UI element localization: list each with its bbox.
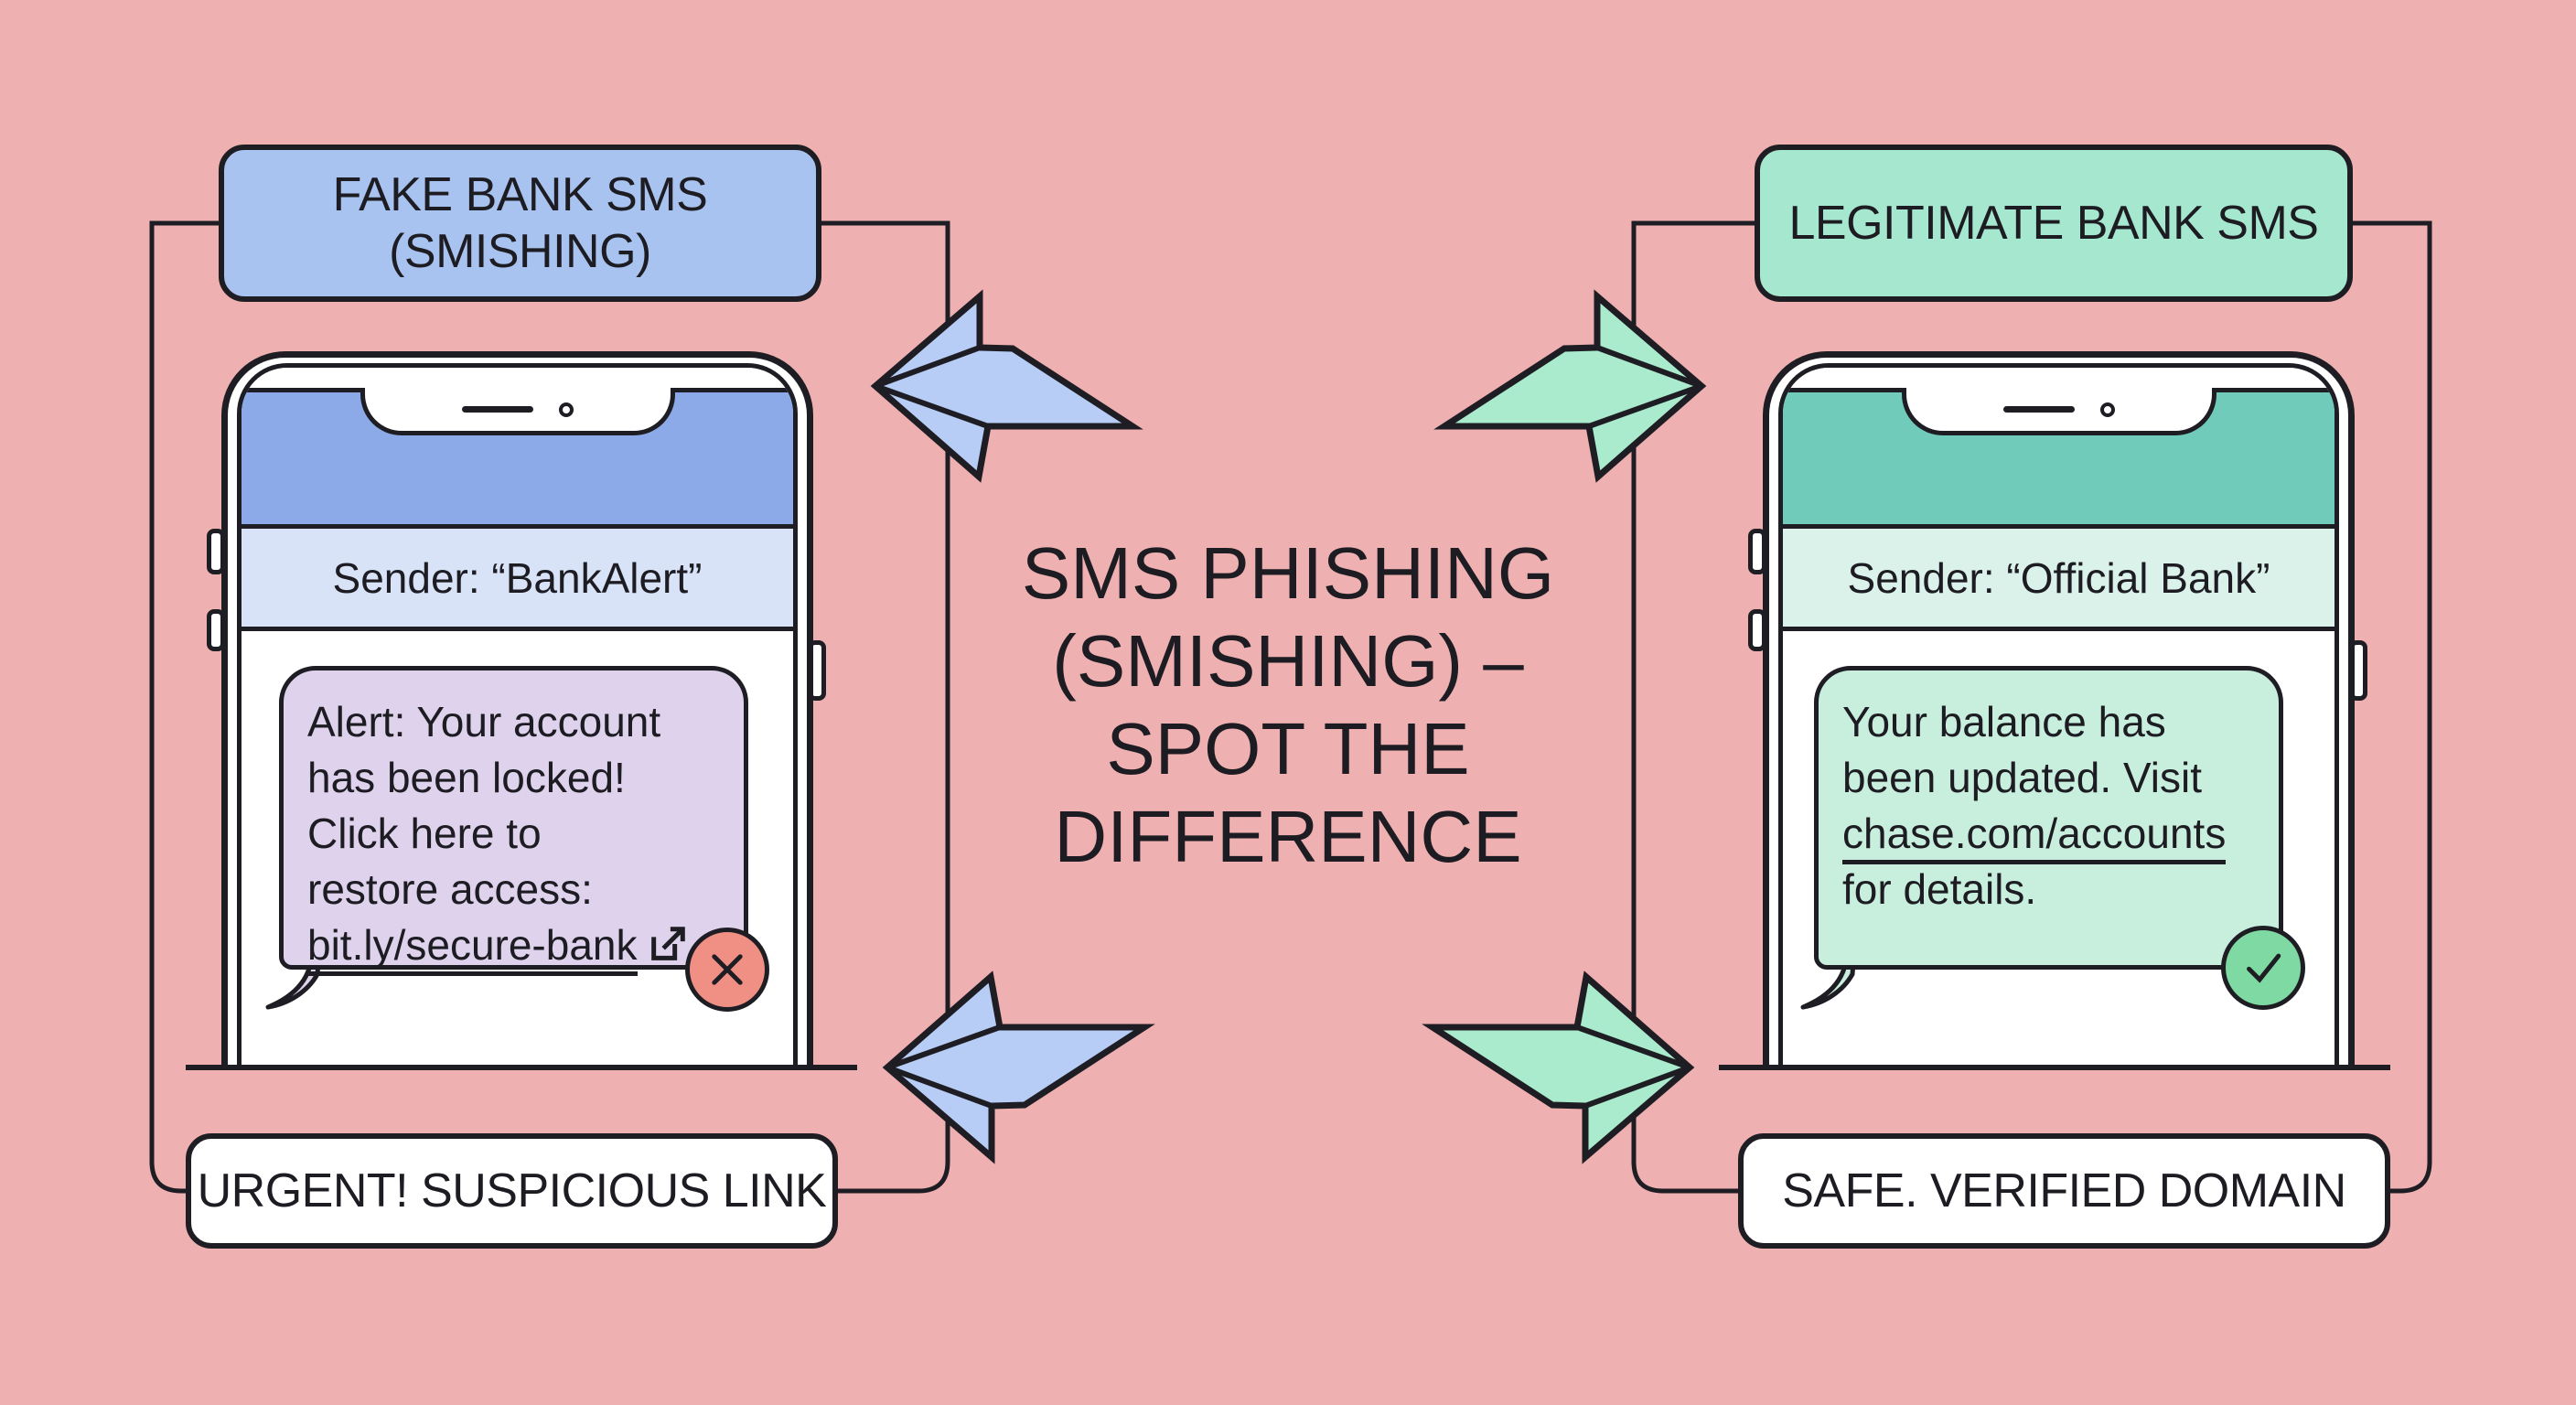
fake-message-line: Alert: Your account <box>307 698 661 745</box>
fake-message-line: has been locked! <box>307 754 626 801</box>
notch <box>360 388 675 435</box>
external-link-icon <box>650 927 685 960</box>
camera-icon <box>558 402 574 417</box>
fake-verdict-box: URGENT! SUSPICIOUS LINK <box>186 1133 838 1249</box>
title-line: SMS PHISHING <box>1021 532 1555 614</box>
fake-sender-text: Sender: “BankAlert” <box>332 553 703 602</box>
speaker-icon <box>461 406 533 413</box>
check-icon <box>2247 953 2281 983</box>
legit-label-box: LEGITIMATE BANK SMS <box>1755 145 2353 302</box>
title-line: DIFFERENCE <box>1054 796 1522 877</box>
fake-verdict-text: URGENT! SUSPICIOUS LINK <box>197 1164 827 1217</box>
arrow-left-top-icon <box>870 289 1143 483</box>
legit-sms-bubble: Your balance has been updated. Visit cha… <box>1814 666 2283 970</box>
legit-right-connector-line <box>2351 220 2432 1194</box>
arrow-right-top-icon <box>1433 289 1707 483</box>
legit-message-line: Your balance has <box>1842 698 2166 745</box>
legit-label-text: LEGITIMATE BANK SMS <box>1788 197 2319 250</box>
title-line: SPOT THE <box>1106 708 1470 789</box>
fake-sms-bubble: Alert: Your account has been locked! Cli… <box>279 666 748 976</box>
page-title: SMS PHISHING (SMISHING) – SPOT THE DIFFE… <box>922 530 1654 881</box>
fake-message-line: Click here to <box>307 810 542 857</box>
fake-label-line2: (SMISHING) <box>389 225 651 278</box>
danger-badge <box>685 928 769 1012</box>
fake-label-line1: FAKE BANK SMS <box>332 168 708 221</box>
status-bar <box>1783 368 2334 388</box>
legit-sender-bar: Sender: “Official Bank” <box>1783 529 2334 631</box>
fake-sender-bar: Sender: “BankAlert” <box>242 529 793 631</box>
legit-verdict-box: SAFE. VERIFIED DOMAIN <box>1738 1133 2390 1249</box>
legit-message-line: been updated. Visit <box>1842 754 2203 801</box>
x-icon <box>712 954 743 985</box>
legit-message-line: for details. <box>1842 865 2037 913</box>
verified-link[interactable]: chase.com/accounts <box>1842 810 2227 864</box>
arrow-left-bottom-icon <box>882 971 1155 1164</box>
notch <box>1901 388 2216 435</box>
safe-badge <box>2221 926 2305 1010</box>
legit-verdict-text: SAFE. VERIFIED DOMAIN <box>1782 1164 2346 1217</box>
fake-message-line: restore access: <box>307 865 593 913</box>
legit-sender-text: Sender: “Official Bank” <box>1847 553 2270 602</box>
fake-left-connector-line <box>149 220 219 1194</box>
camera-icon <box>2099 402 2115 417</box>
status-bar <box>242 368 793 388</box>
speaker-icon <box>2002 406 2075 413</box>
arrow-right-bottom-icon <box>1422 971 1695 1164</box>
title-line: (SMISHING) – <box>1052 620 1524 702</box>
suspicious-link[interactable]: bit.ly/secure-bank <box>307 921 638 976</box>
fake-label-box: FAKE BANK SMS (SMISHING) <box>219 145 821 302</box>
